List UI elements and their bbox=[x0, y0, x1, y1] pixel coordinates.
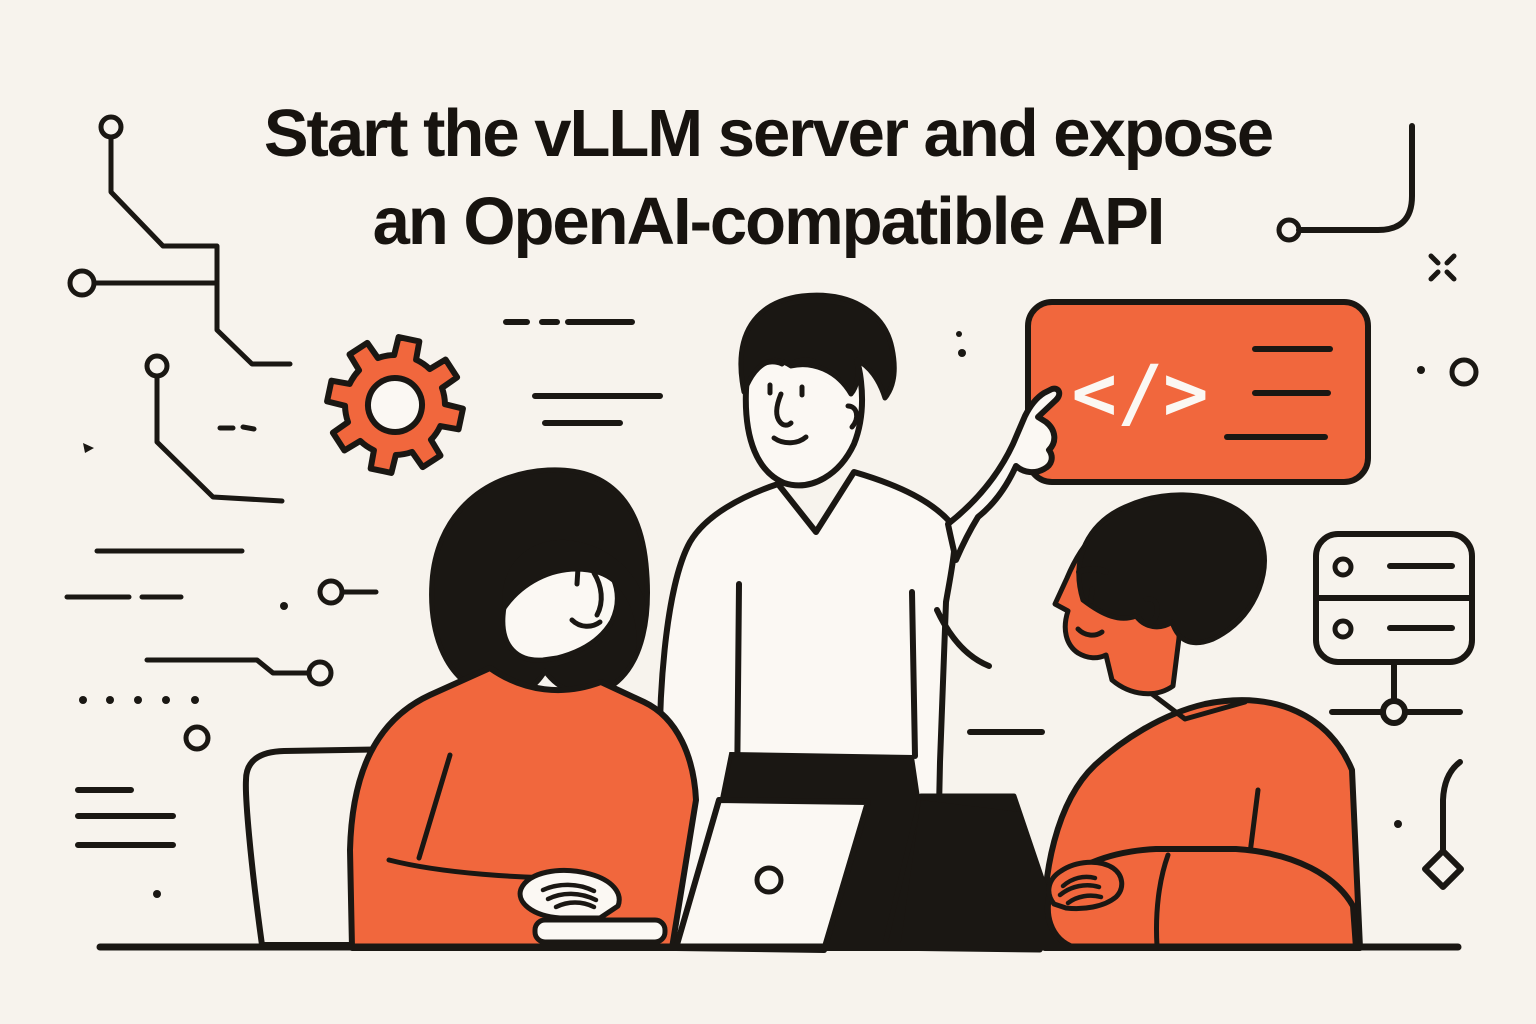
title-line-2: an OpenAI-compatible API bbox=[372, 184, 1166, 259]
right-forearm bbox=[1044, 846, 1359, 951]
diamond-icon bbox=[1422, 759, 1464, 890]
circuit-node-icon bbox=[1449, 357, 1479, 387]
man-hair bbox=[738, 292, 897, 401]
woman-hair-front bbox=[502, 539, 647, 652]
man-pointing-arm bbox=[945, 385, 1063, 563]
gear-icon bbox=[324, 334, 466, 476]
dot bbox=[1417, 366, 1425, 374]
speck bbox=[83, 443, 94, 453]
woman-keyboard bbox=[532, 917, 668, 945]
code-lines bbox=[1224, 346, 1333, 440]
man-ear bbox=[845, 403, 860, 430]
code-panel: </> bbox=[1025, 299, 1371, 485]
right-finger-lines bbox=[1057, 874, 1104, 906]
title-line-1: Start the vLLM server and expose bbox=[263, 96, 1274, 171]
dot bbox=[1394, 820, 1402, 828]
circuit-node-icon bbox=[317, 578, 345, 606]
code-glyph: </> bbox=[1071, 348, 1208, 437]
woman-left bbox=[347, 467, 699, 951]
right-features bbox=[1075, 566, 1160, 638]
circuit-trace-icons bbox=[64, 114, 1479, 898]
sparkle-icon bbox=[1428, 253, 1457, 282]
dot bbox=[153, 890, 161, 898]
server-icon bbox=[1313, 531, 1475, 726]
page-title: Start the vLLM server and expose an Open… bbox=[0, 90, 1536, 266]
laptop-logo bbox=[754, 865, 784, 895]
woman-body bbox=[347, 665, 699, 951]
circuit-node-icon bbox=[144, 353, 170, 379]
woman-finger-lines bbox=[540, 882, 599, 910]
circuit-node-icon bbox=[306, 659, 334, 687]
dot bbox=[958, 349, 966, 357]
man-features bbox=[758, 357, 820, 446]
dot bbox=[956, 331, 962, 337]
circuit-node-icon bbox=[67, 268, 97, 298]
dot bbox=[280, 602, 288, 610]
circuit-node-icon bbox=[98, 114, 124, 140]
circuit-node-icon bbox=[183, 724, 211, 752]
dot-row bbox=[79, 696, 199, 704]
